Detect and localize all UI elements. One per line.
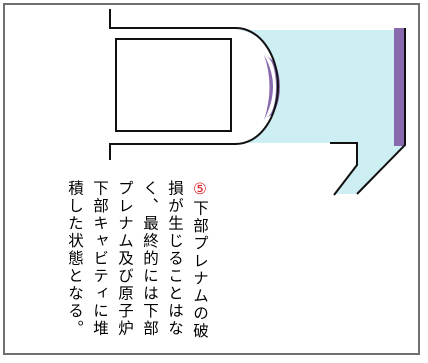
wall-deposit bbox=[394, 28, 405, 146]
plenum-deposit-fill bbox=[264, 55, 273, 120]
coolant-region bbox=[236, 30, 405, 194]
step-caption: ⑤下部プレナムの破損が生じることはなく、最終的には下部プレナム及び原子炉下部キャ… bbox=[44, 180, 212, 340]
vessel-outline bbox=[109, 9, 279, 160]
cavity-outer-line bbox=[356, 28, 406, 195]
inner-box bbox=[115, 38, 232, 132]
cavity-wall-line bbox=[330, 142, 358, 196]
caption-text: 下部プレナムの破損が生じることはなく、最終的には下部プレナム及び原子炉下部キャビ… bbox=[66, 180, 209, 340]
step-number: ⑤ bbox=[191, 180, 209, 200]
